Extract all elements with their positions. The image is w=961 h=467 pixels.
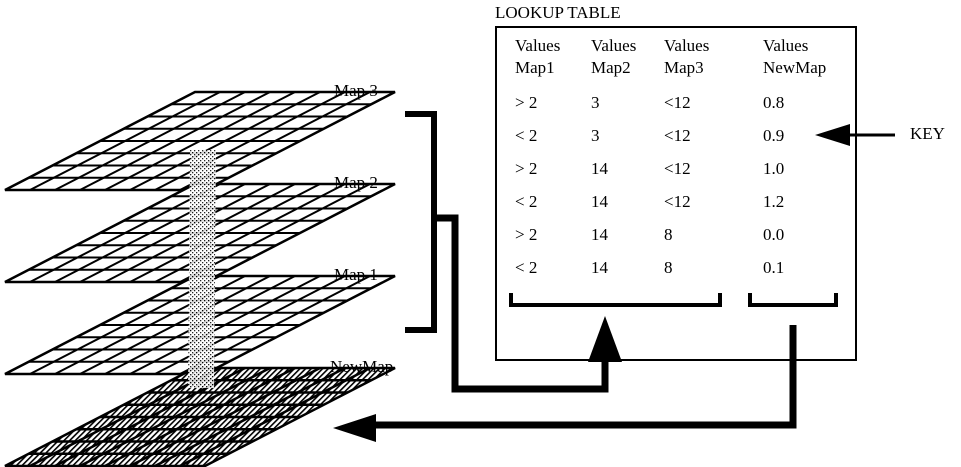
- header-map1-line2: Map1: [515, 58, 555, 77]
- table-cell: 0.1: [763, 258, 784, 277]
- grid-line: [129, 366, 321, 467]
- grid-line: [129, 275, 321, 375]
- table-cell: > 2: [515, 93, 537, 112]
- lookup-table-title: LOOKUP TABLE: [495, 3, 621, 22]
- table-cell: 0.8: [763, 93, 784, 112]
- table-cell: 3: [591, 126, 600, 145]
- output-flow-arrowhead: [333, 414, 376, 442]
- stacked-cell-column: [188, 150, 216, 388]
- table-cell: <12: [664, 93, 691, 112]
- grid-line: [154, 91, 346, 191]
- lookup-table-frame: [495, 26, 857, 361]
- table-cell: 0.0: [763, 225, 784, 244]
- grid-line: [104, 91, 296, 191]
- table-cell: 0.9: [763, 126, 784, 145]
- newmap-label: NewMap: [330, 357, 393, 376]
- table-cell: <12: [664, 192, 691, 211]
- map3-label: Map 3: [334, 81, 378, 100]
- grid-line: [104, 366, 296, 467]
- grid-line: [154, 275, 346, 375]
- table-cell: <12: [664, 126, 691, 145]
- table-cell: < 2: [515, 258, 537, 277]
- table-cell: 8: [664, 225, 673, 244]
- grid-line: [154, 183, 346, 283]
- key-label: KEY: [910, 124, 945, 143]
- table-cell: 3: [591, 93, 600, 112]
- table-cell: 14: [591, 159, 609, 178]
- input-maps-bracket: [405, 111, 437, 333]
- table-cell: 8: [664, 258, 673, 277]
- table-cell: 14: [591, 258, 609, 277]
- input-columns-brace: [509, 293, 722, 307]
- output-flow-line: [375, 325, 797, 429]
- grid-line: [129, 91, 321, 191]
- input-flow-arrowhead: [588, 316, 622, 362]
- input-flow-line: [434, 214, 609, 393]
- table-cell: < 2: [515, 126, 537, 145]
- map1-label: Map 1: [334, 265, 378, 284]
- header-map2-line1: Values: [591, 36, 636, 55]
- header-newmap-line2: NewMap: [763, 58, 826, 77]
- map3-layer: [4, 90, 396, 192]
- grid-line: [154, 366, 346, 467]
- table-cell: <12: [664, 159, 691, 178]
- grid-line: [179, 366, 371, 467]
- table-cell: > 2: [515, 159, 537, 178]
- newmap-layer: [4, 366, 396, 467]
- header-map2-line2: Map2: [591, 58, 631, 77]
- table-cell: 14: [591, 225, 609, 244]
- table-cell: 14: [591, 192, 609, 211]
- map2-label: Map 2: [334, 173, 378, 192]
- table-cell: 1.0: [763, 159, 784, 178]
- header-newmap-line1: Values: [763, 36, 808, 55]
- newmap-column-brace: [748, 293, 838, 307]
- lookup-table-rows: > 2 3 <12 0.8 < 2 3 <12 0.9 > 2 14 <12 1…: [515, 93, 784, 277]
- key-pointer-arrowhead: [815, 124, 850, 146]
- table-cell: 1.2: [763, 192, 784, 211]
- lookup-table-headers: Values Map1 Values Map2 Values Map3 Valu…: [515, 36, 826, 77]
- table-cell: > 2: [515, 225, 537, 244]
- header-map1-line1: Values: [515, 36, 560, 55]
- grid-line: [129, 183, 321, 283]
- table-cell: < 2: [515, 192, 537, 211]
- header-map3-line1: Values: [664, 36, 709, 55]
- dotted-cell-strip: [188, 150, 216, 388]
- header-map3-line2: Map3: [664, 58, 704, 77]
